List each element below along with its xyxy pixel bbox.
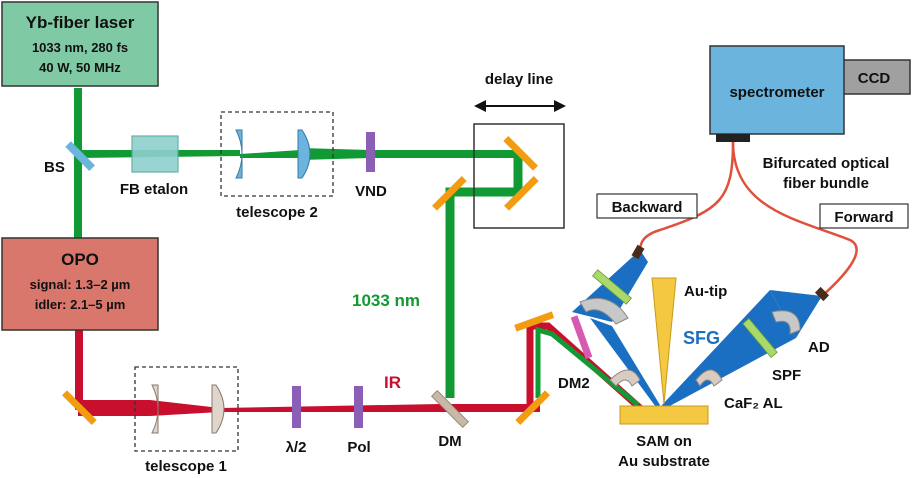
fiber-bundle-label-2: fiber bundle xyxy=(783,175,869,192)
sfg-label: SFG xyxy=(683,328,720,348)
opo-line2: idler: 2.1–5 µm xyxy=(35,297,126,312)
delay-line-box xyxy=(473,123,565,229)
pol-label: Pol xyxy=(347,439,370,456)
opo-title: OPO xyxy=(61,250,99,269)
green-beam-vertical xyxy=(74,88,82,238)
telescope1-frame xyxy=(134,366,239,452)
fiber-bundle-label-1: Bifurcated optical xyxy=(763,155,890,172)
wavelength-1033-label: 1033 nm xyxy=(352,291,420,310)
telescope1-label: telescope 1 xyxy=(145,458,227,475)
ad-label: AD xyxy=(808,339,830,356)
caf2-lens-left xyxy=(609,369,641,387)
mirror-bottom-right xyxy=(515,390,550,425)
sfg-beam-forward-focus xyxy=(662,290,796,408)
forward-label: Forward xyxy=(834,209,893,226)
vnd-label: VND xyxy=(355,183,387,200)
delay-mirror-top xyxy=(503,136,538,171)
backward-filter xyxy=(592,269,632,305)
mirror-green-turn xyxy=(432,176,467,211)
mirror-top-right xyxy=(514,311,555,332)
telescope1-lens1 xyxy=(151,384,159,434)
dm2-label: DM2 xyxy=(558,375,590,392)
delay-mirror-bottom xyxy=(504,176,539,211)
caf2-al-label: CaF₂ AL xyxy=(724,395,783,412)
delay-arrow-left xyxy=(474,100,486,112)
forward-box xyxy=(819,203,909,229)
dm2-mirror xyxy=(570,315,593,360)
sam-label-2: Au substrate xyxy=(618,453,710,470)
spectrometer-box xyxy=(709,45,845,135)
mirror-bottom-left xyxy=(62,390,97,425)
ir-label: IR xyxy=(384,373,401,392)
delay-line-label: delay line xyxy=(485,71,553,88)
ir-beam xyxy=(78,400,540,416)
telescope2-label: telescope 2 xyxy=(236,204,318,221)
au-tip xyxy=(651,277,677,405)
half-wave-label: λ/2 xyxy=(286,439,307,456)
fb-etalon xyxy=(131,135,179,173)
spectrometer-label: spectrometer xyxy=(729,84,824,101)
dichroic-mirror xyxy=(431,390,469,428)
dm-label: DM xyxy=(438,433,461,450)
opo-line1: signal: 1.3–2 µm xyxy=(30,277,131,292)
telescope1-lens2 xyxy=(211,384,225,434)
fiber-backward xyxy=(638,141,735,253)
laser-line1: 1033 nm, 280 fs xyxy=(32,40,128,55)
beam-splitter xyxy=(65,141,95,171)
backward-label: Backward xyxy=(612,199,683,216)
laser-box xyxy=(1,1,159,87)
fiber-end-forward xyxy=(814,286,830,302)
sam-label-1: SAM on xyxy=(636,433,692,450)
fb-etalon-label: FB etalon xyxy=(120,181,188,198)
au-tip-label: Au-tip xyxy=(684,283,727,300)
delay-arrow-right xyxy=(554,100,566,112)
combined-beam-green xyxy=(535,326,640,407)
polarizer xyxy=(354,386,363,428)
bs-label: BS xyxy=(44,159,65,176)
forward-lens xyxy=(771,310,801,335)
telescope2-lens2 xyxy=(297,129,311,179)
ccd-label: CCD xyxy=(858,70,891,87)
spf-label: SPF xyxy=(772,367,801,384)
backward-lens xyxy=(579,298,629,325)
vnd-filter xyxy=(366,132,375,172)
caf2-lens-right xyxy=(695,369,723,387)
fiber-forward xyxy=(731,141,858,297)
sfg-beam-backward-focus xyxy=(590,318,660,407)
ir-beam-vertical xyxy=(75,330,83,410)
telescope2-lens1 xyxy=(235,129,243,179)
backward-box xyxy=(596,193,698,219)
fiber-end-backward xyxy=(631,244,645,260)
green-beam-delay-return xyxy=(445,150,523,398)
fiber-connector-top xyxy=(716,134,750,142)
half-wave-plate xyxy=(292,386,301,428)
sam-substrate xyxy=(619,405,709,425)
sfg-beam-forward xyxy=(770,290,822,338)
laser-line2: 40 W, 50 MHz xyxy=(39,60,121,75)
spf-filter xyxy=(742,318,778,358)
opo-box xyxy=(1,237,159,331)
laser-title: Yb-fiber laser xyxy=(26,13,135,32)
telescope2-frame xyxy=(220,111,334,197)
